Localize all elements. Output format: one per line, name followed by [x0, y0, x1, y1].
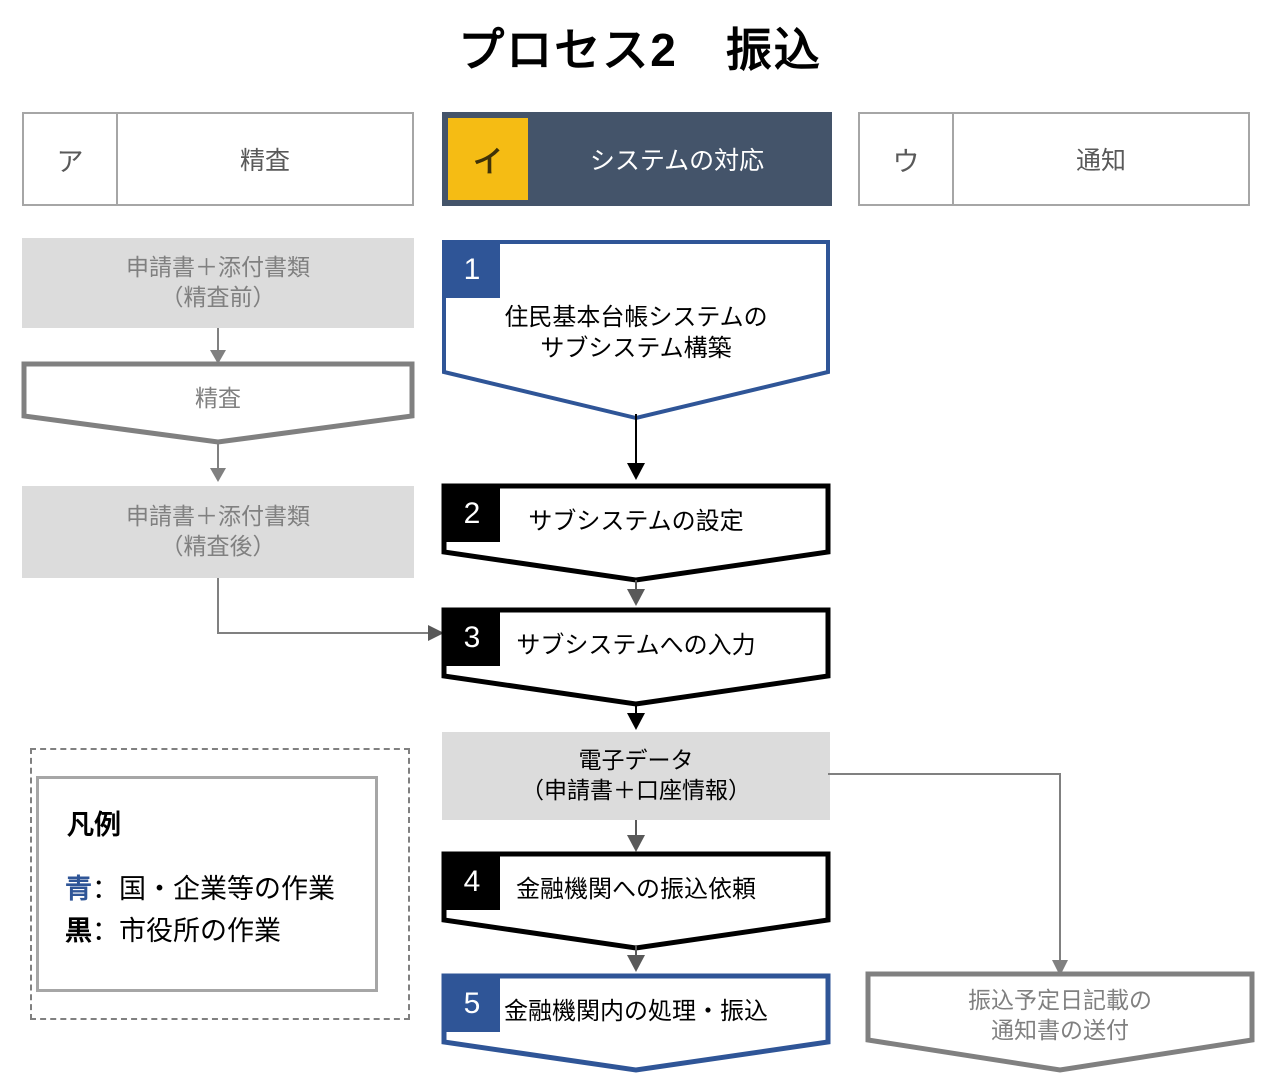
notice-label: 振込予定日記載の 通知書の送付: [968, 987, 1152, 1043]
legend-row-blue: 青：国・企業等の作業: [65, 867, 335, 906]
legend-box: 凡例 青：国・企業等の作業 黒：市役所の作業: [36, 776, 378, 992]
notice-shape: 振込予定日記載の 通知書の送付: [865, 971, 1255, 1073]
step-2-shape[interactable]: 2 サブシステムの設定: [441, 483, 831, 583]
column-label-b: システムの対応: [589, 147, 765, 175]
column-header-b[interactable]: イ システムの対応: [442, 112, 832, 206]
step-5-badge: 5: [444, 976, 500, 1032]
step-5-label: 金融機関内の処理・振込: [504, 998, 768, 1025]
column-header-a[interactable]: ア 精査: [22, 112, 414, 206]
step-4-badge: 4: [444, 854, 500, 910]
step-2-badge: 2: [444, 486, 500, 542]
legend-text-black: ：市役所の作業: [92, 916, 281, 946]
step-4-shape[interactable]: 4 金融機関への振込依頼: [441, 851, 831, 951]
legend-key-black: 黒: [65, 916, 92, 946]
column-badge-a: ア: [24, 114, 118, 204]
electronic-data-box: 電子データ （申請書＋口座情報）: [442, 732, 830, 820]
step-3-shape[interactable]: 3 サブシステムへの入力: [441, 607, 831, 707]
column-header-c[interactable]: ウ 通知: [858, 112, 1250, 206]
review-step-label: 精査: [195, 385, 241, 411]
step-4-label: 金融機関への振込依頼: [516, 876, 756, 903]
legend-text-blue: ：国・企業等の作業: [92, 874, 335, 904]
legend-title: 凡例: [67, 810, 121, 840]
legend-key-blue: 青: [65, 874, 92, 904]
step-1-label: 住民基本台帳システムの サブシステム構築: [504, 304, 768, 363]
page-title: プロセス2 振込: [458, 24, 822, 76]
legend-row-black: 黒：市役所の作業: [65, 909, 281, 948]
step-1-badge: 1: [444, 242, 500, 298]
step-3-badge: 3: [444, 610, 500, 666]
column-label-c: 通知: [1075, 147, 1126, 175]
column-badge-c: ウ: [860, 114, 954, 204]
review-step-shape: 精査: [21, 361, 415, 445]
legend-dashed-border: [30, 748, 410, 1020]
column-badge-b: イ: [448, 118, 528, 200]
step-3-label: サブシステムへの入力: [516, 632, 756, 659]
doc-after-review-box: 申請書＋添付書類 （精査後）: [22, 486, 414, 578]
doc-before-review-box: 申請書＋添付書類 （精査前）: [22, 238, 414, 328]
step-2-label: サブシステムの設定: [528, 508, 744, 535]
column-label-a: 精査: [239, 147, 290, 175]
step-1-shape[interactable]: 1 住民基本台帳システムの サブシステム構築: [442, 240, 830, 421]
step-5-shape[interactable]: 5 金融機関内の処理・振込: [441, 973, 831, 1073]
